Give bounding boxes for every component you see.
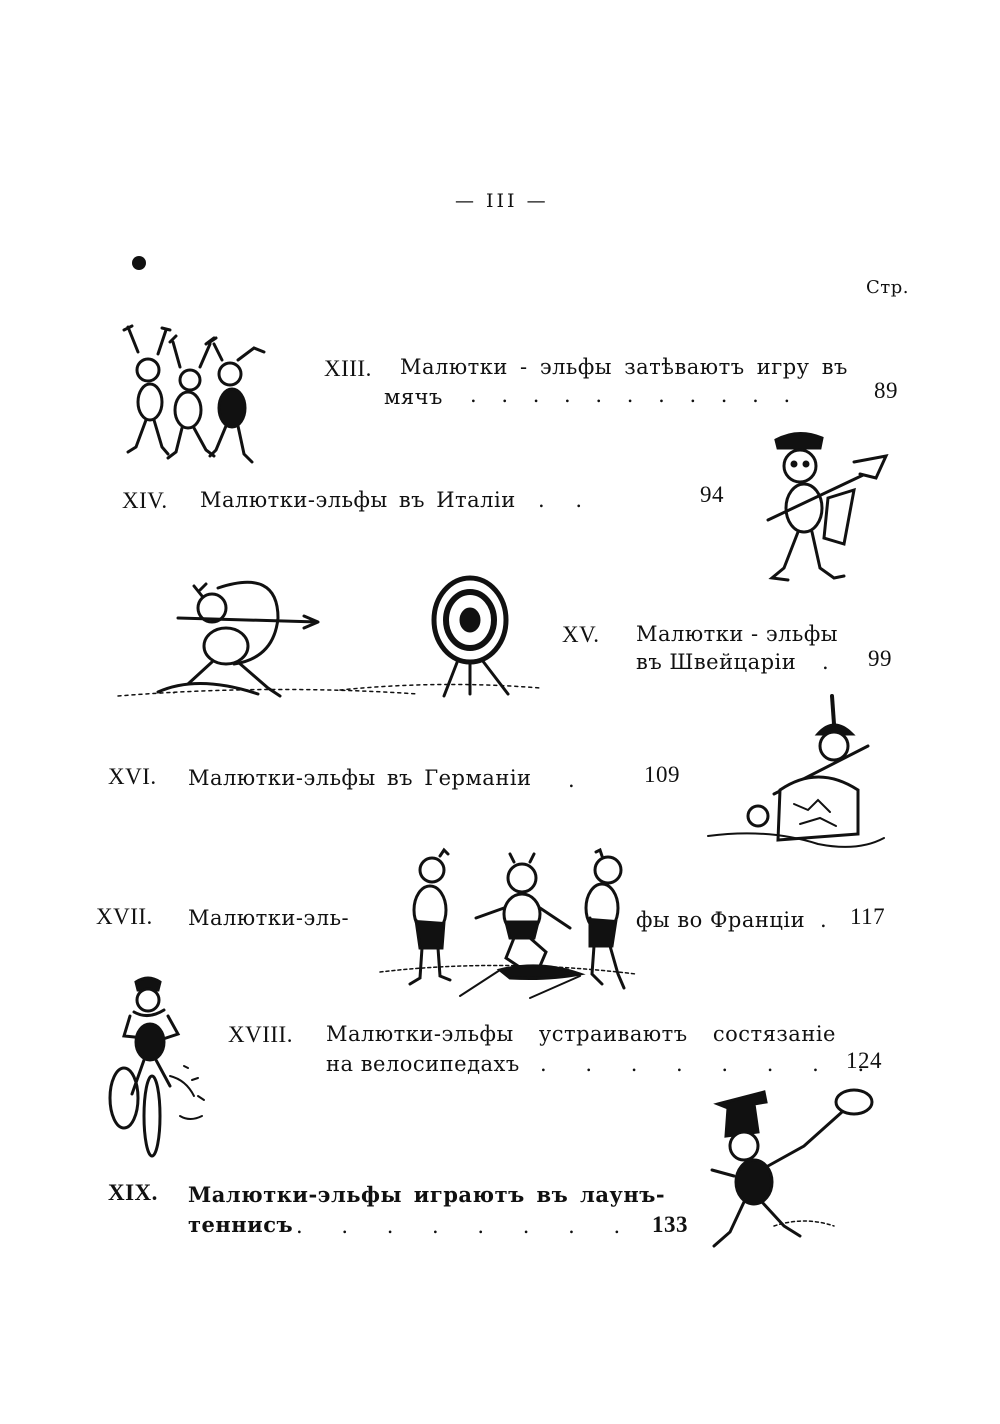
archery-target-illustration bbox=[339, 575, 541, 698]
elf-with-map-illustration bbox=[707, 694, 885, 848]
entry-numeral: XV. bbox=[562, 622, 600, 647]
ink-dot bbox=[132, 256, 146, 270]
page-number: 124 bbox=[846, 1048, 882, 1073]
leader-dots: . . . . . . . . bbox=[296, 1214, 637, 1238]
entry-title-continuation: фы во Франціи bbox=[636, 908, 806, 932]
entry-numeral: XVII. bbox=[96, 904, 153, 929]
leader-dots: . bbox=[822, 650, 830, 674]
entry-title-continuation: въ Швейцаріи bbox=[636, 650, 797, 674]
entry-numeral: XIV. bbox=[122, 488, 168, 513]
entry-title: Малютки-эльфы въ Германіи bbox=[188, 766, 532, 790]
archer-elf-illustration bbox=[117, 580, 419, 698]
entry-numeral: XIX. bbox=[108, 1180, 158, 1205]
page-number: 109 bbox=[644, 762, 680, 787]
column-label: Стр. bbox=[866, 277, 909, 298]
leader-dots: . . . . . . . . . . . bbox=[470, 383, 800, 407]
entry-numeral: XIII. bbox=[324, 356, 372, 381]
entry-title: Малютки-эльфы въ Италіи bbox=[200, 488, 516, 512]
leader-dots: . bbox=[568, 768, 576, 792]
page-number: 133 bbox=[652, 1212, 688, 1237]
page-header: — III — bbox=[455, 190, 549, 212]
dancing-elves-illustration bbox=[122, 324, 266, 464]
cyclist-elf-illustration bbox=[108, 976, 205, 1158]
entry-title-continuation: теннисъ bbox=[188, 1212, 294, 1237]
entry-numeral: XVI. bbox=[108, 764, 157, 789]
three-elves-illustration bbox=[379, 847, 637, 999]
entry-title-continuation: на велосипедахъ bbox=[326, 1052, 520, 1076]
page-number: 89 bbox=[874, 378, 898, 403]
page-number: 99 bbox=[868, 646, 892, 671]
entry-title: Малютки - эльфы bbox=[636, 622, 839, 646]
entry-title: Малютки-эльфы устраиваютъ состязаніе bbox=[326, 1022, 836, 1046]
entry-title: Малютки-эльфы играютъ въ лаунъ- bbox=[188, 1182, 666, 1207]
entry-title: Малютки - эльфы затѣваютъ игру въ bbox=[400, 355, 848, 379]
page-number: 94 bbox=[700, 482, 724, 507]
elf-with-flag-illustration bbox=[766, 432, 889, 582]
tennis-elf-illustration bbox=[710, 1088, 874, 1248]
leader-dots: . bbox=[820, 908, 828, 932]
page-number: 117 bbox=[850, 904, 886, 929]
leader-dots: . . . . . . . . bbox=[540, 1052, 881, 1076]
leader-dots: . . bbox=[538, 488, 595, 512]
entry-numeral: XVIII. bbox=[228, 1022, 293, 1047]
entry-title: Малютки-эль- bbox=[188, 906, 350, 930]
entry-title-continuation: мячъ bbox=[384, 385, 443, 409]
